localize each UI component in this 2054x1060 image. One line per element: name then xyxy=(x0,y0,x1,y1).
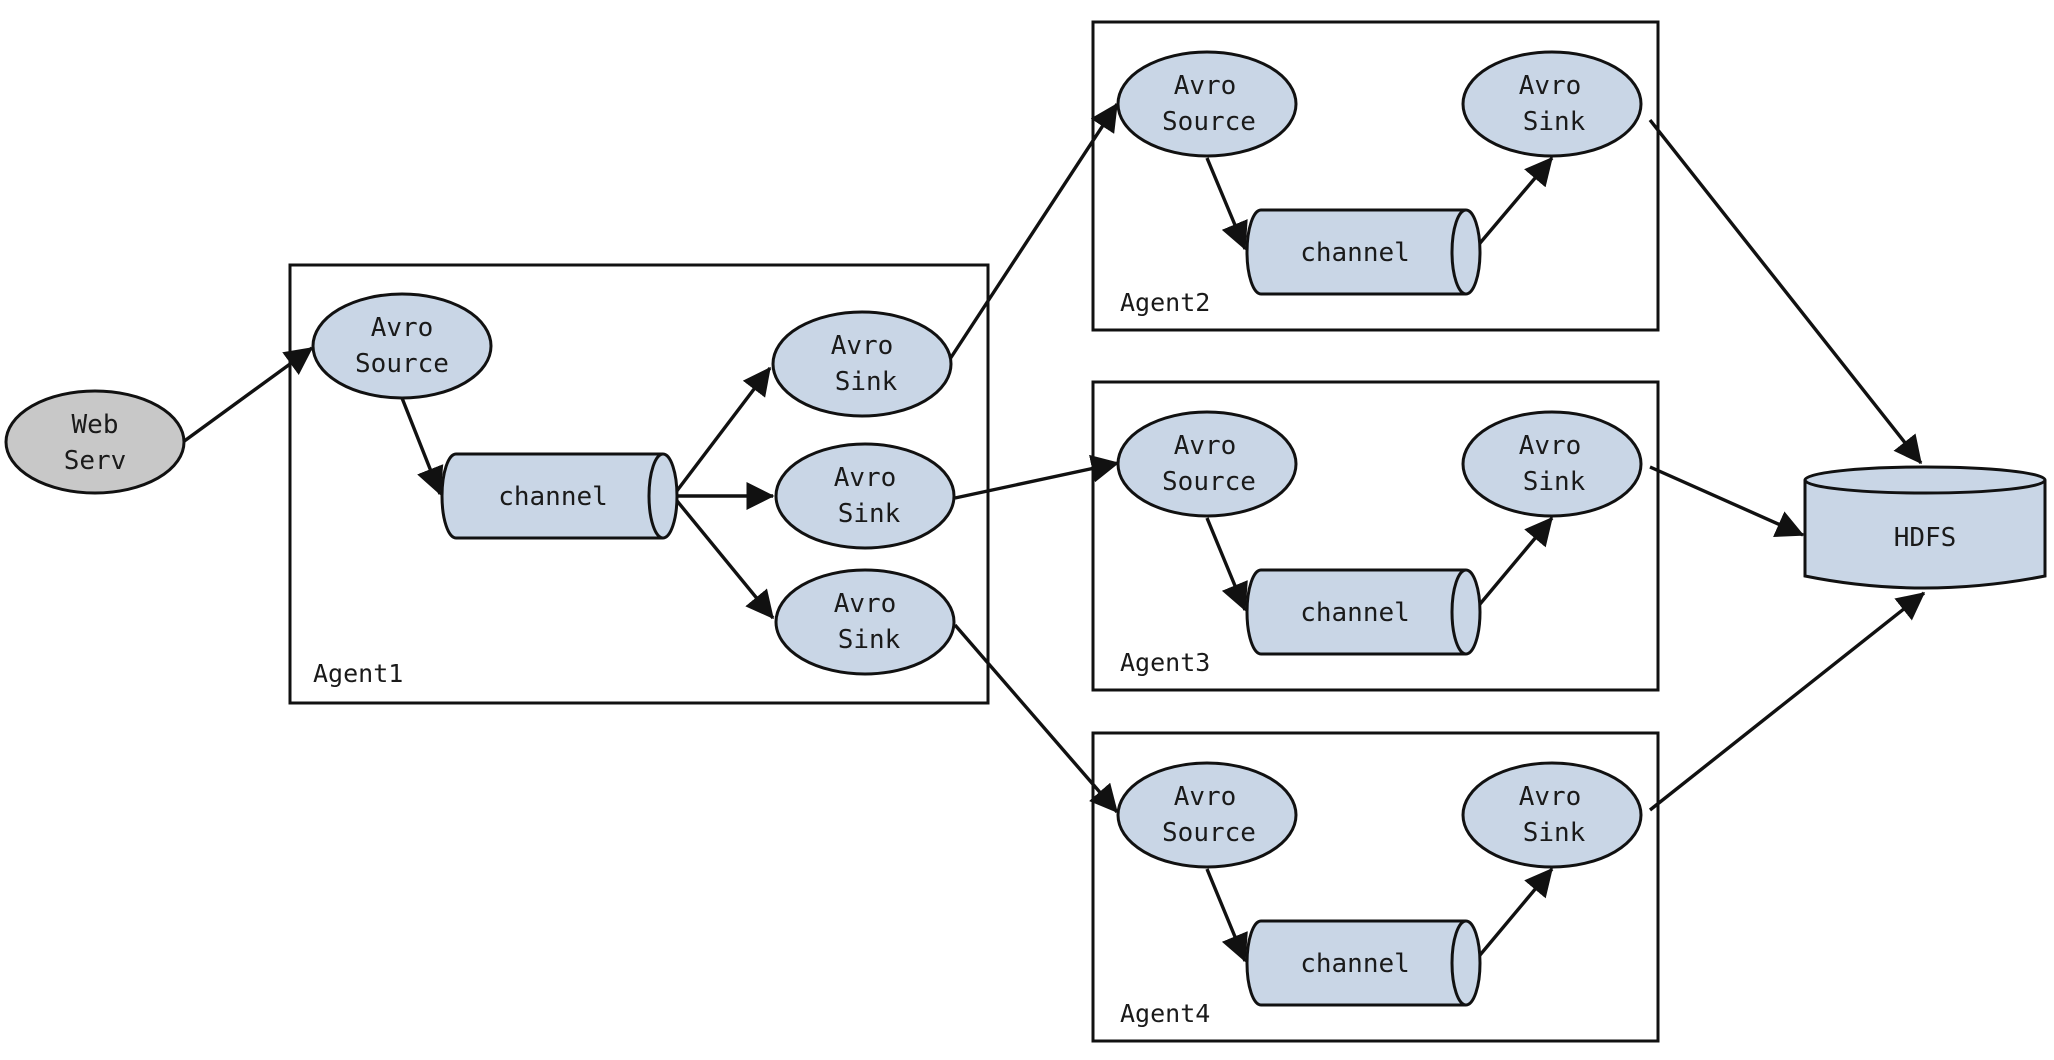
agent1-sink-1-label-line1: Avro xyxy=(831,331,894,361)
agent2-label: Agent2 xyxy=(1120,288,1210,317)
edge-agent4-sink-to-hdfs xyxy=(1648,591,1926,812)
agent1-source-label-line2: Source xyxy=(355,349,449,379)
agent1-sink-1-node: Avro Sink xyxy=(771,310,953,418)
web-server-label-line2: Serv xyxy=(64,446,127,476)
agent1-sink-3-label-line2: Sink xyxy=(838,625,901,655)
agent2-source-node: Avro Source xyxy=(1116,50,1298,158)
edge-agent1-sink3-to-agent4-source xyxy=(953,623,1119,814)
agent4-source-node: Avro Source xyxy=(1116,761,1298,869)
agent3-sink-label-line1: Avro xyxy=(1519,431,1582,461)
hdfs-cylinder-top xyxy=(1803,465,2047,495)
agent2-source-label-line2: Source xyxy=(1162,107,1256,137)
agent4-source-ellipse xyxy=(1116,761,1298,869)
agent3-channel-label: channel xyxy=(1300,598,1410,628)
agent2-channel-label: channel xyxy=(1300,238,1410,268)
agent2-sink-node: Avro Sink xyxy=(1461,50,1643,158)
edge-agent4-source-to-channel xyxy=(1205,868,1248,963)
edge-agent1-sink2-to-agent3-source xyxy=(954,454,1120,500)
edges xyxy=(181,102,1926,963)
agent4-channel-label: channel xyxy=(1300,949,1410,979)
edge-agent1-sink1-to-agent2-source xyxy=(948,102,1119,360)
agent1-sink-2-label-line1: Avro xyxy=(834,463,897,493)
web-server-ellipse xyxy=(4,389,186,495)
edge-agent2-channel-to-sink xyxy=(1473,156,1554,251)
agent4-sink-ellipse xyxy=(1461,761,1643,869)
agent1-label: Agent1 xyxy=(313,659,403,688)
agent4-source-label-line1: Avro xyxy=(1174,782,1237,812)
agent3-sink-ellipse xyxy=(1461,410,1643,518)
agent2-source-label-line1: Avro xyxy=(1174,71,1237,101)
edge-agent2-sink-to-hdfs xyxy=(1648,118,1923,465)
agent3-source-ellipse xyxy=(1116,410,1298,518)
agent4-channel-cylinder-cap xyxy=(1450,919,1467,1007)
agent3-source-label-line2: Source xyxy=(1162,467,1256,497)
edge-agent1-channel-to-sink3 xyxy=(671,494,775,620)
agent1-sink-3-node: Avro Sink xyxy=(774,568,956,676)
agent1-source-node: Avro Source xyxy=(311,292,493,400)
agent2-sink-label-line2: Sink xyxy=(1523,107,1586,137)
agent2-sink-ellipse xyxy=(1461,50,1643,158)
edge-agent3-sink-to-hdfs xyxy=(1649,465,1805,537)
agent1-sink-2-node: Avro Sink xyxy=(774,442,956,550)
agent4-sink-label-line2: Sink xyxy=(1523,818,1586,848)
agent2-channel-cylinder-cap xyxy=(1450,208,1467,296)
agent1-sink-2-label-line2: Sink xyxy=(838,499,901,529)
agent1-sink-1-label-line2: Sink xyxy=(835,367,898,397)
hdfs-label: HDFS xyxy=(1894,523,1957,553)
edge-agent1-source-to-channel xyxy=(400,397,444,496)
agent1-channel-cylinder-cap xyxy=(647,452,664,540)
edge-agent3-source-to-channel xyxy=(1205,517,1248,612)
hdfs-cylinder-body xyxy=(1803,480,2047,590)
agent3-source-label-line1: Avro xyxy=(1174,431,1237,461)
agent4-label: Agent4 xyxy=(1120,999,1210,1028)
hdfs-node: HDFS xyxy=(1803,465,2047,590)
agent3-source-node: Avro Source xyxy=(1116,410,1298,518)
agent1-channel-label: channel xyxy=(498,482,608,512)
agent4-sink-label-line1: Avro xyxy=(1519,782,1582,812)
agent4-sink-node: Avro Sink xyxy=(1461,761,1643,869)
agent1-sink-3-label-line1: Avro xyxy=(834,589,897,619)
agent4-source-label-line2: Source xyxy=(1162,818,1256,848)
agent1-channel-node: channel xyxy=(440,452,679,540)
agent1-sink-3-ellipse xyxy=(774,568,956,676)
agent3-sink-label-line2: Sink xyxy=(1523,467,1586,497)
agent1-source-ellipse xyxy=(311,292,493,400)
agent2-sink-label-line1: Avro xyxy=(1519,71,1582,101)
agent2-source-ellipse xyxy=(1116,50,1298,158)
agent1-source-label-line1: Avro xyxy=(371,313,434,343)
agent4-channel-node: channel xyxy=(1245,919,1482,1007)
edge-agent1-channel-to-sink1 xyxy=(671,366,772,498)
edge-agent4-channel-to-sink xyxy=(1473,867,1554,963)
agent2-channel-node: channel xyxy=(1245,208,1482,296)
agent1-sink-1-ellipse xyxy=(771,310,953,418)
agent3-sink-node: Avro Sink xyxy=(1461,410,1643,518)
agent1-sink-2-ellipse xyxy=(774,442,956,550)
agent3-label: Agent3 xyxy=(1120,648,1210,677)
edge-webserv-to-agent1-source xyxy=(181,346,314,444)
web-server-label-line1: Web xyxy=(72,410,119,440)
edge-agent3-channel-to-sink xyxy=(1473,516,1554,612)
agent3-channel-cylinder-cap xyxy=(1450,568,1467,656)
edge-agent2-source-to-channel xyxy=(1205,157,1248,251)
agent3-channel-node: channel xyxy=(1245,568,1482,656)
web-server-node: Web Serv xyxy=(4,389,186,495)
